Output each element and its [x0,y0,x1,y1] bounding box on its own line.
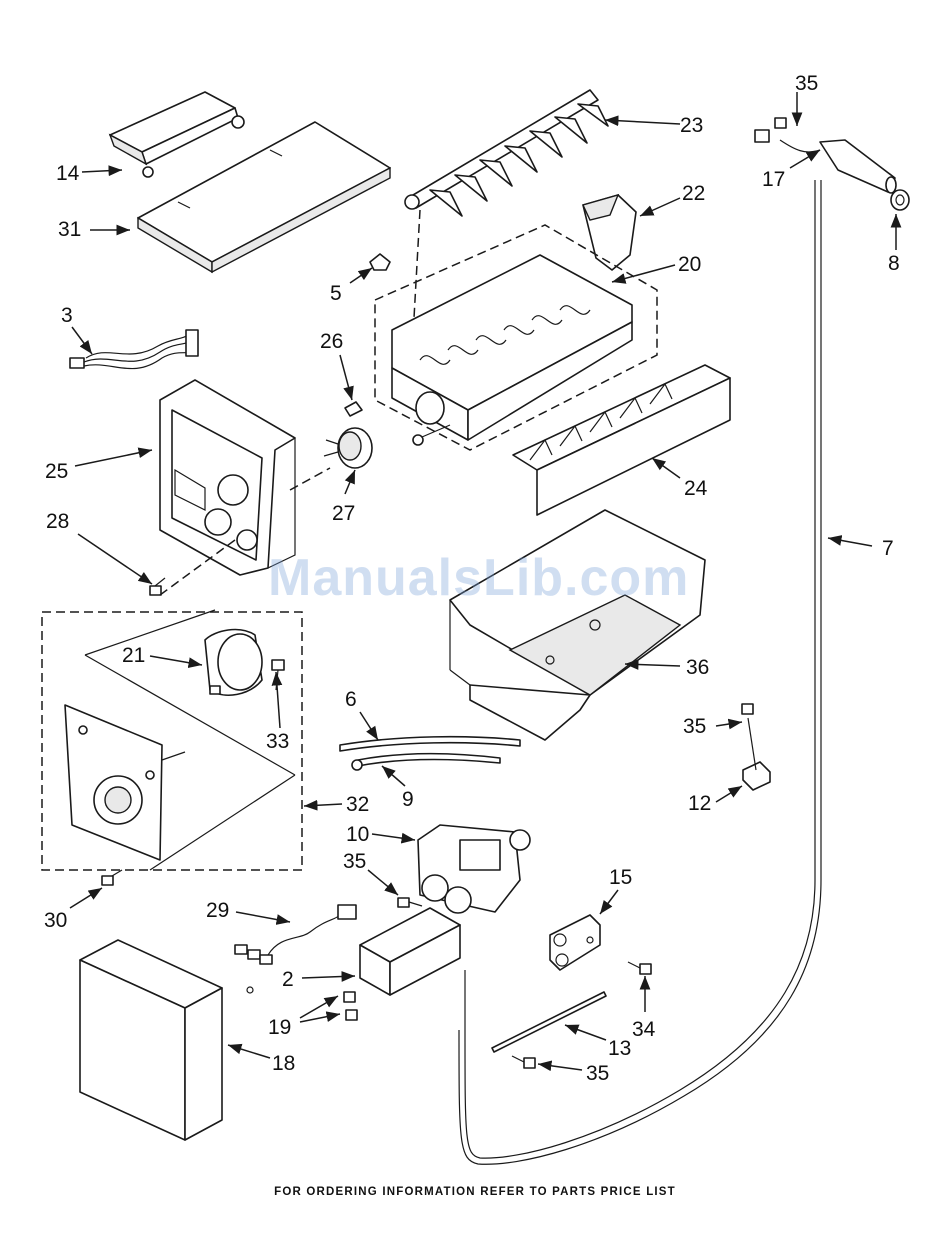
callout-20: 20 [678,253,701,276]
callout-6: 6 [345,688,357,711]
part-25-housing [160,380,295,575]
callout-13: 13 [608,1037,631,1060]
part-9-tube [352,754,500,770]
callout-25: 25 [45,460,68,483]
callout-35: 35 [343,850,366,873]
callout-12: 12 [688,792,711,815]
callout-14: 14 [56,162,80,185]
callout-28: 28 [46,510,69,533]
part-32-motor-module [42,610,302,870]
part-33-screw [272,660,284,690]
callout-22: 22 [682,182,705,205]
callout-10: 10 [346,823,369,846]
callout-26: 26 [320,330,343,353]
part-14-bracket [110,92,244,177]
part-19-screws [344,992,357,1020]
callout-35: 35 [586,1062,609,1085]
part-10-water-valve [418,825,530,913]
callout-15: 15 [609,866,632,889]
part-6-tube [340,737,520,751]
part-27-thermostat [324,428,372,468]
callout-21: 21 [122,644,145,667]
callout-17: 17 [762,168,785,191]
part-8-washer [891,190,909,210]
part-35-screw-d [512,1056,535,1068]
callout-24: 24 [684,477,708,500]
callout-35: 35 [683,715,706,738]
part-13-strip [492,992,606,1052]
part-30-screw [102,870,122,885]
part-21-motor [205,630,262,696]
part-34-screw [628,962,651,974]
callout-30: 30 [44,909,67,932]
callout-2: 2 [282,968,294,991]
callout-5: 5 [330,282,342,305]
part-5-clip [370,254,390,270]
guide-25-27 [290,468,330,490]
callout-36: 36 [686,656,709,679]
callout-32: 32 [346,793,369,816]
callout-31: 31 [58,218,81,241]
watermark-logo: ManualsLib.com [268,548,689,608]
part-23-ejector [405,90,608,216]
part-29-harness [235,905,356,993]
part-36-shield [450,510,705,740]
callout-3: 3 [61,304,73,327]
callout-34: 34 [632,1018,656,1041]
part-12-clamp [742,704,770,790]
part-15-clip [550,915,600,970]
part-35-screw-c [398,898,422,907]
part-26-clip [345,402,362,416]
callout-8: 8 [888,252,900,275]
part-18-cover-box [80,940,222,1140]
callout-18: 18 [272,1052,295,1075]
callout-27: 27 [332,502,355,525]
callout-23: 23 [680,114,703,137]
callout-33: 33 [266,730,289,753]
callout-29: 29 [206,899,229,922]
callout-19: 19 [268,1016,291,1039]
callout-9: 9 [402,788,414,811]
callout-7: 7 [882,537,894,560]
part-2-bracket [360,908,460,995]
footer-note: FOR ORDERING INFORMATION REFER TO PARTS … [0,1186,950,1198]
part-22-fill-cup [583,195,636,270]
callout-35: 35 [795,72,818,95]
